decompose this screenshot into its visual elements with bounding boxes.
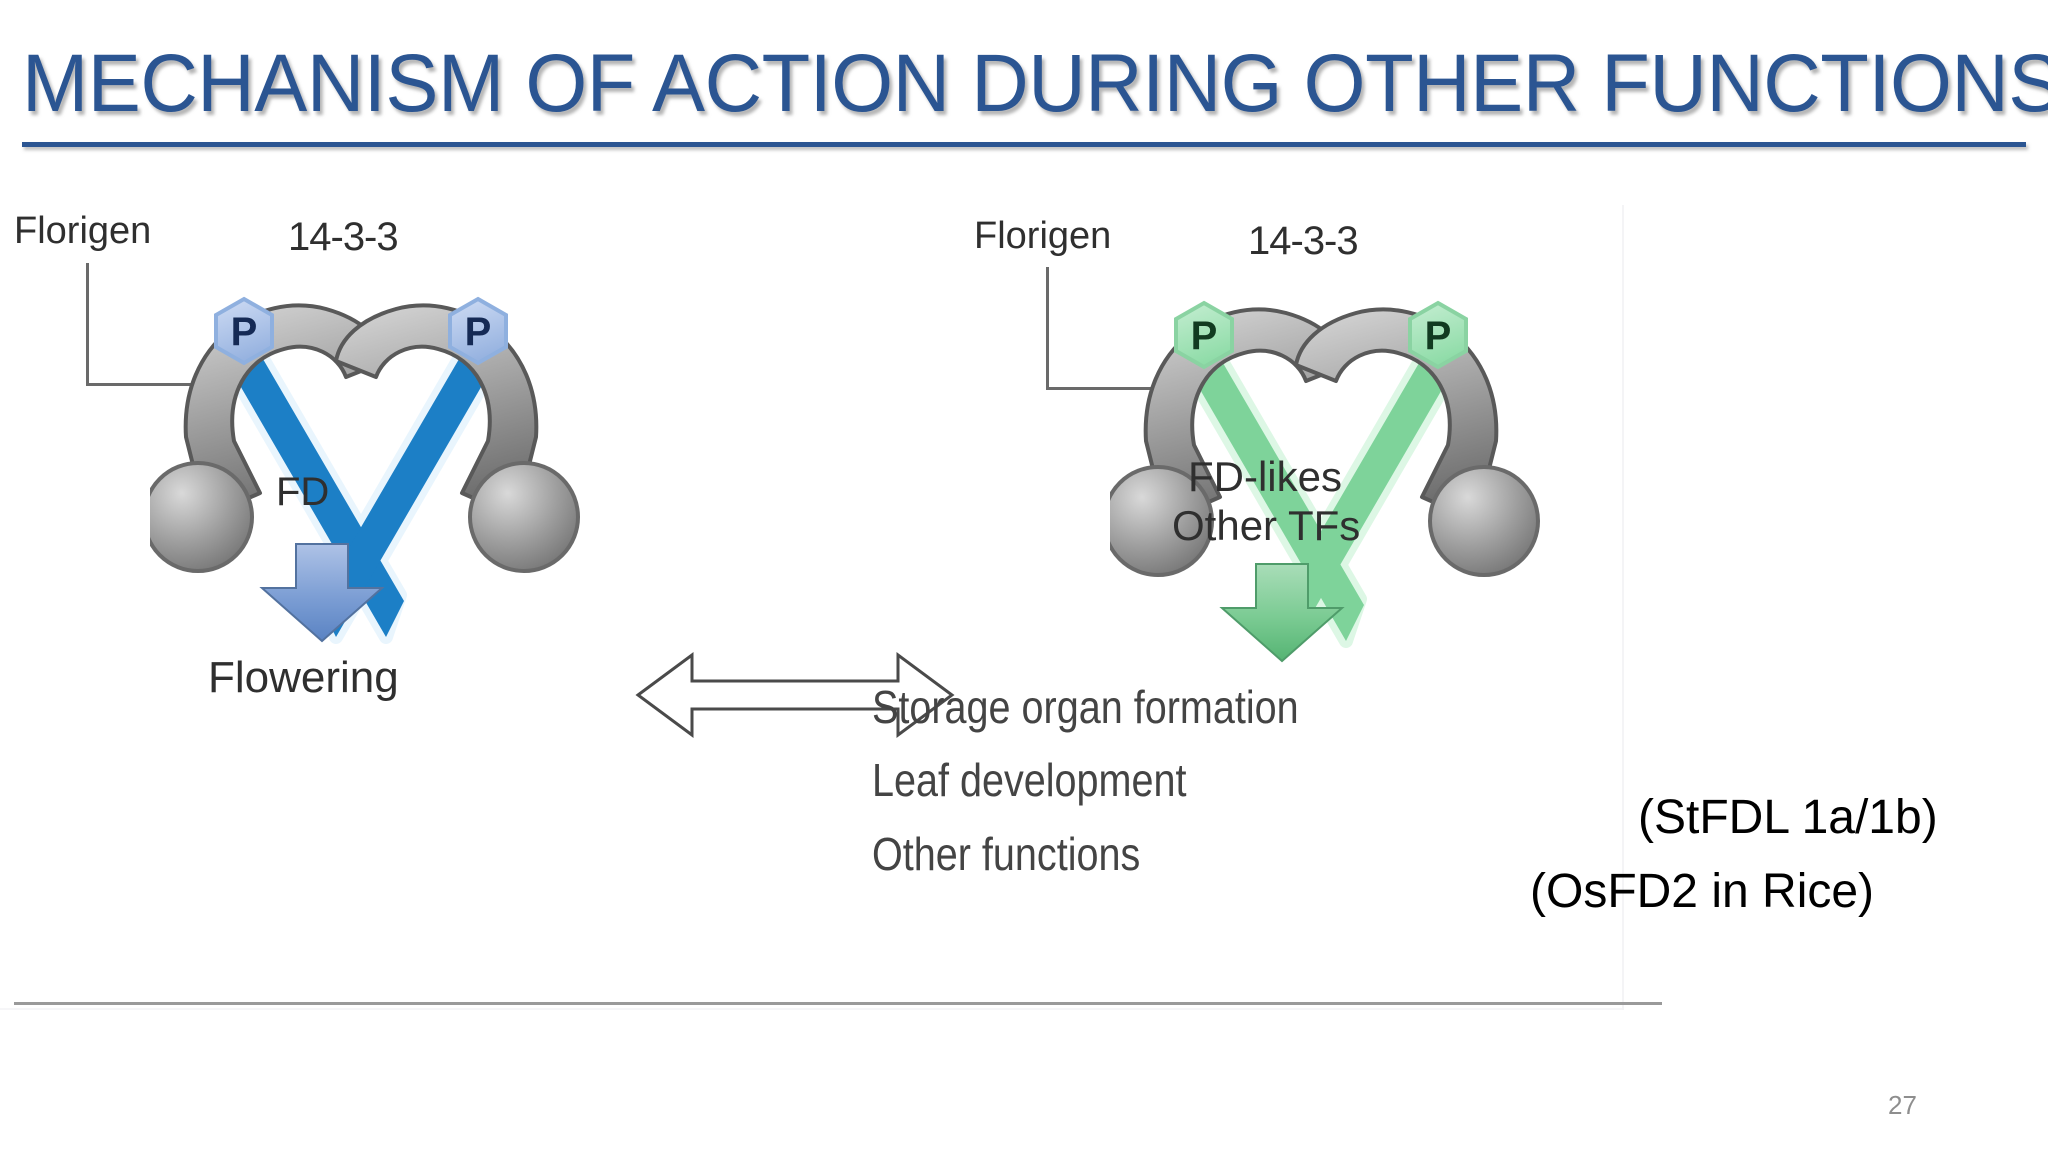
right-partner-label-line2: Other TFs (1172, 502, 1361, 549)
right-outcome-label-1: Storage organ formation (872, 681, 1299, 733)
right-outcome-label-2: Leaf development (872, 754, 1187, 806)
osfd2-annotation: (OsFD2 in Rice) (1530, 865, 1875, 918)
left-1433-complex-graphic: P P (150, 296, 580, 644)
svg-text:P: P (231, 310, 258, 354)
right-1433-complex-graphic: P P (1110, 300, 1540, 648)
left-outcome-arrow (259, 543, 385, 643)
svg-text:P: P (1191, 314, 1218, 358)
left-florigen-sphere-2 (468, 461, 580, 573)
right-outcome-label-3: Other functions (872, 828, 1141, 880)
svg-text:P: P (1425, 314, 1452, 358)
svg-text:P: P (465, 310, 492, 354)
left-florigen-sphere-1 (150, 461, 254, 573)
left-florigen-leader-line (86, 263, 199, 386)
left-phospho-badge-1: P (214, 296, 274, 366)
right-pathway-panel: Florigen 14-3-3 (872, 205, 1622, 1010)
page-title: MECHANISM OF ACTION DURING OTHER FUNCTIO… (22, 38, 2048, 129)
picture-bottom-edge (0, 1008, 1622, 1010)
left-phospho-badge-2: P (448, 296, 508, 366)
right-florigen-label: Florigen (974, 215, 1112, 257)
left-pathway-panel: Florigen 14-3-3 (0, 205, 640, 1010)
left-outcome-label: Flowering (208, 653, 399, 702)
left-florigen-label: Florigen (14, 210, 152, 252)
title-underline (22, 142, 2026, 147)
page-number: 27 (1888, 1090, 1917, 1120)
right-outcome-arrow (1219, 563, 1345, 663)
title-block: MECHANISM OF ACTION DURING OTHER FUNCTIO… (22, 36, 2048, 147)
right-phospho-badge-2: P (1408, 300, 1468, 370)
right-phospho-badge-1: P (1174, 300, 1234, 370)
right-partner-label-line1: FD-likes (1188, 453, 1342, 500)
right-florigen-sphere-2 (1428, 465, 1540, 577)
mechanism-diagram-image: Florigen 14-3-3 (0, 205, 1624, 1010)
left-partner-label: FD (276, 470, 330, 514)
stfdl-annotation: (StFDL 1a/1b) (1638, 791, 1938, 844)
left-1433-label: 14-3-3 (288, 215, 399, 259)
right-1433-label: 14-3-3 (1248, 219, 1359, 263)
right-florigen-leader-line (1046, 267, 1159, 390)
right-florigen-sphere-1 (1110, 465, 1214, 577)
footer-divider (14, 1002, 1662, 1005)
bidirectional-arrow-icon (635, 652, 955, 738)
